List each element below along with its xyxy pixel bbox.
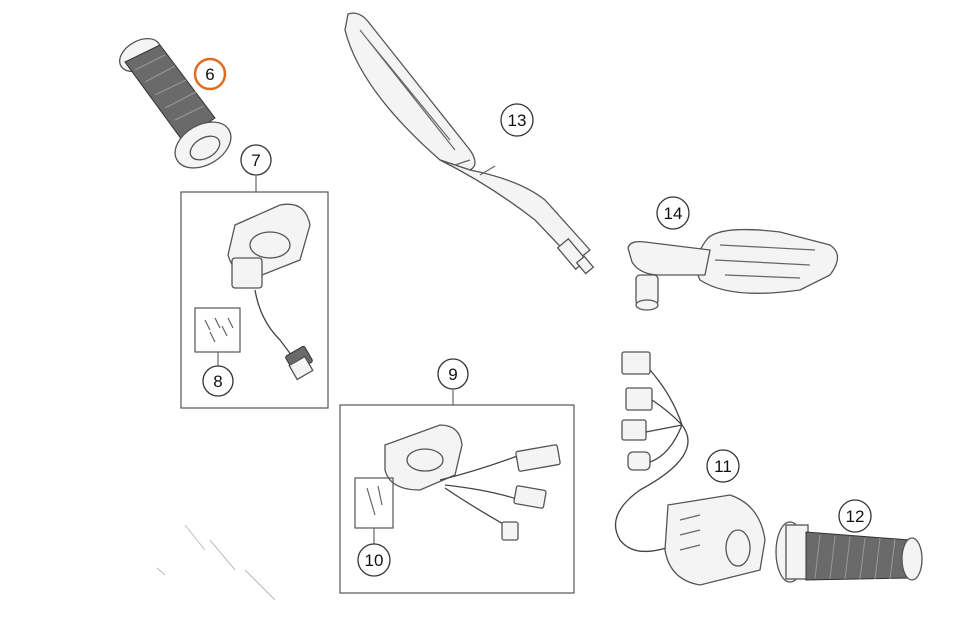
part-7-left-switch-box[interactable] bbox=[180, 176, 329, 409]
callout-10[interactable]: 10 bbox=[357, 543, 391, 577]
part-11-throttle-assembly[interactable] bbox=[614, 351, 766, 586]
callout-13-circle bbox=[500, 103, 534, 137]
callout-6[interactable]: 6 bbox=[193, 57, 227, 91]
callout-12[interactable]: 12 bbox=[838, 499, 872, 533]
callout-6-circle bbox=[193, 57, 227, 91]
callout-9-label: 9 bbox=[448, 365, 457, 384]
part-6-left-grip[interactable] bbox=[114, 32, 239, 177]
callout-14-circle bbox=[656, 196, 690, 230]
callout-10-label: 10 bbox=[365, 551, 384, 570]
callout-8[interactable]: 8 bbox=[202, 365, 234, 397]
callout-12-circle bbox=[838, 499, 872, 533]
part-12-right-grip[interactable] bbox=[775, 521, 923, 583]
part-13-left-mirror[interactable] bbox=[344, 12, 595, 275]
callout-7-circle bbox=[240, 144, 272, 176]
part-10-bolts[interactable] bbox=[354, 477, 394, 545]
decorative-strokes bbox=[156, 524, 276, 601]
callout-9[interactable]: 9 bbox=[437, 358, 469, 390]
callout-9-circle bbox=[437, 358, 469, 390]
callout-6-label: 6 bbox=[205, 65, 214, 84]
callout-8-label: 8 bbox=[213, 372, 222, 391]
callout-11-circle bbox=[706, 449, 740, 483]
callout-14-label: 14 bbox=[664, 204, 683, 223]
part-14-right-mirror[interactable] bbox=[627, 228, 839, 311]
callout-11-label: 11 bbox=[714, 457, 732, 476]
callout-11[interactable]: 11 bbox=[706, 449, 740, 483]
callout-13-label: 13 bbox=[508, 111, 527, 130]
callout-10-circle bbox=[357, 543, 391, 577]
callout-7-label: 7 bbox=[251, 151, 260, 170]
callout-12-label: 12 bbox=[846, 507, 865, 526]
part-9-right-switch-box[interactable] bbox=[339, 390, 575, 594]
part-8-screws[interactable] bbox=[194, 307, 241, 368]
callout-8-circle bbox=[202, 365, 234, 397]
callout-13[interactable]: 13 bbox=[500, 103, 534, 137]
callout-7[interactable]: 7 bbox=[240, 144, 272, 176]
callout-14[interactable]: 14 bbox=[656, 196, 690, 230]
